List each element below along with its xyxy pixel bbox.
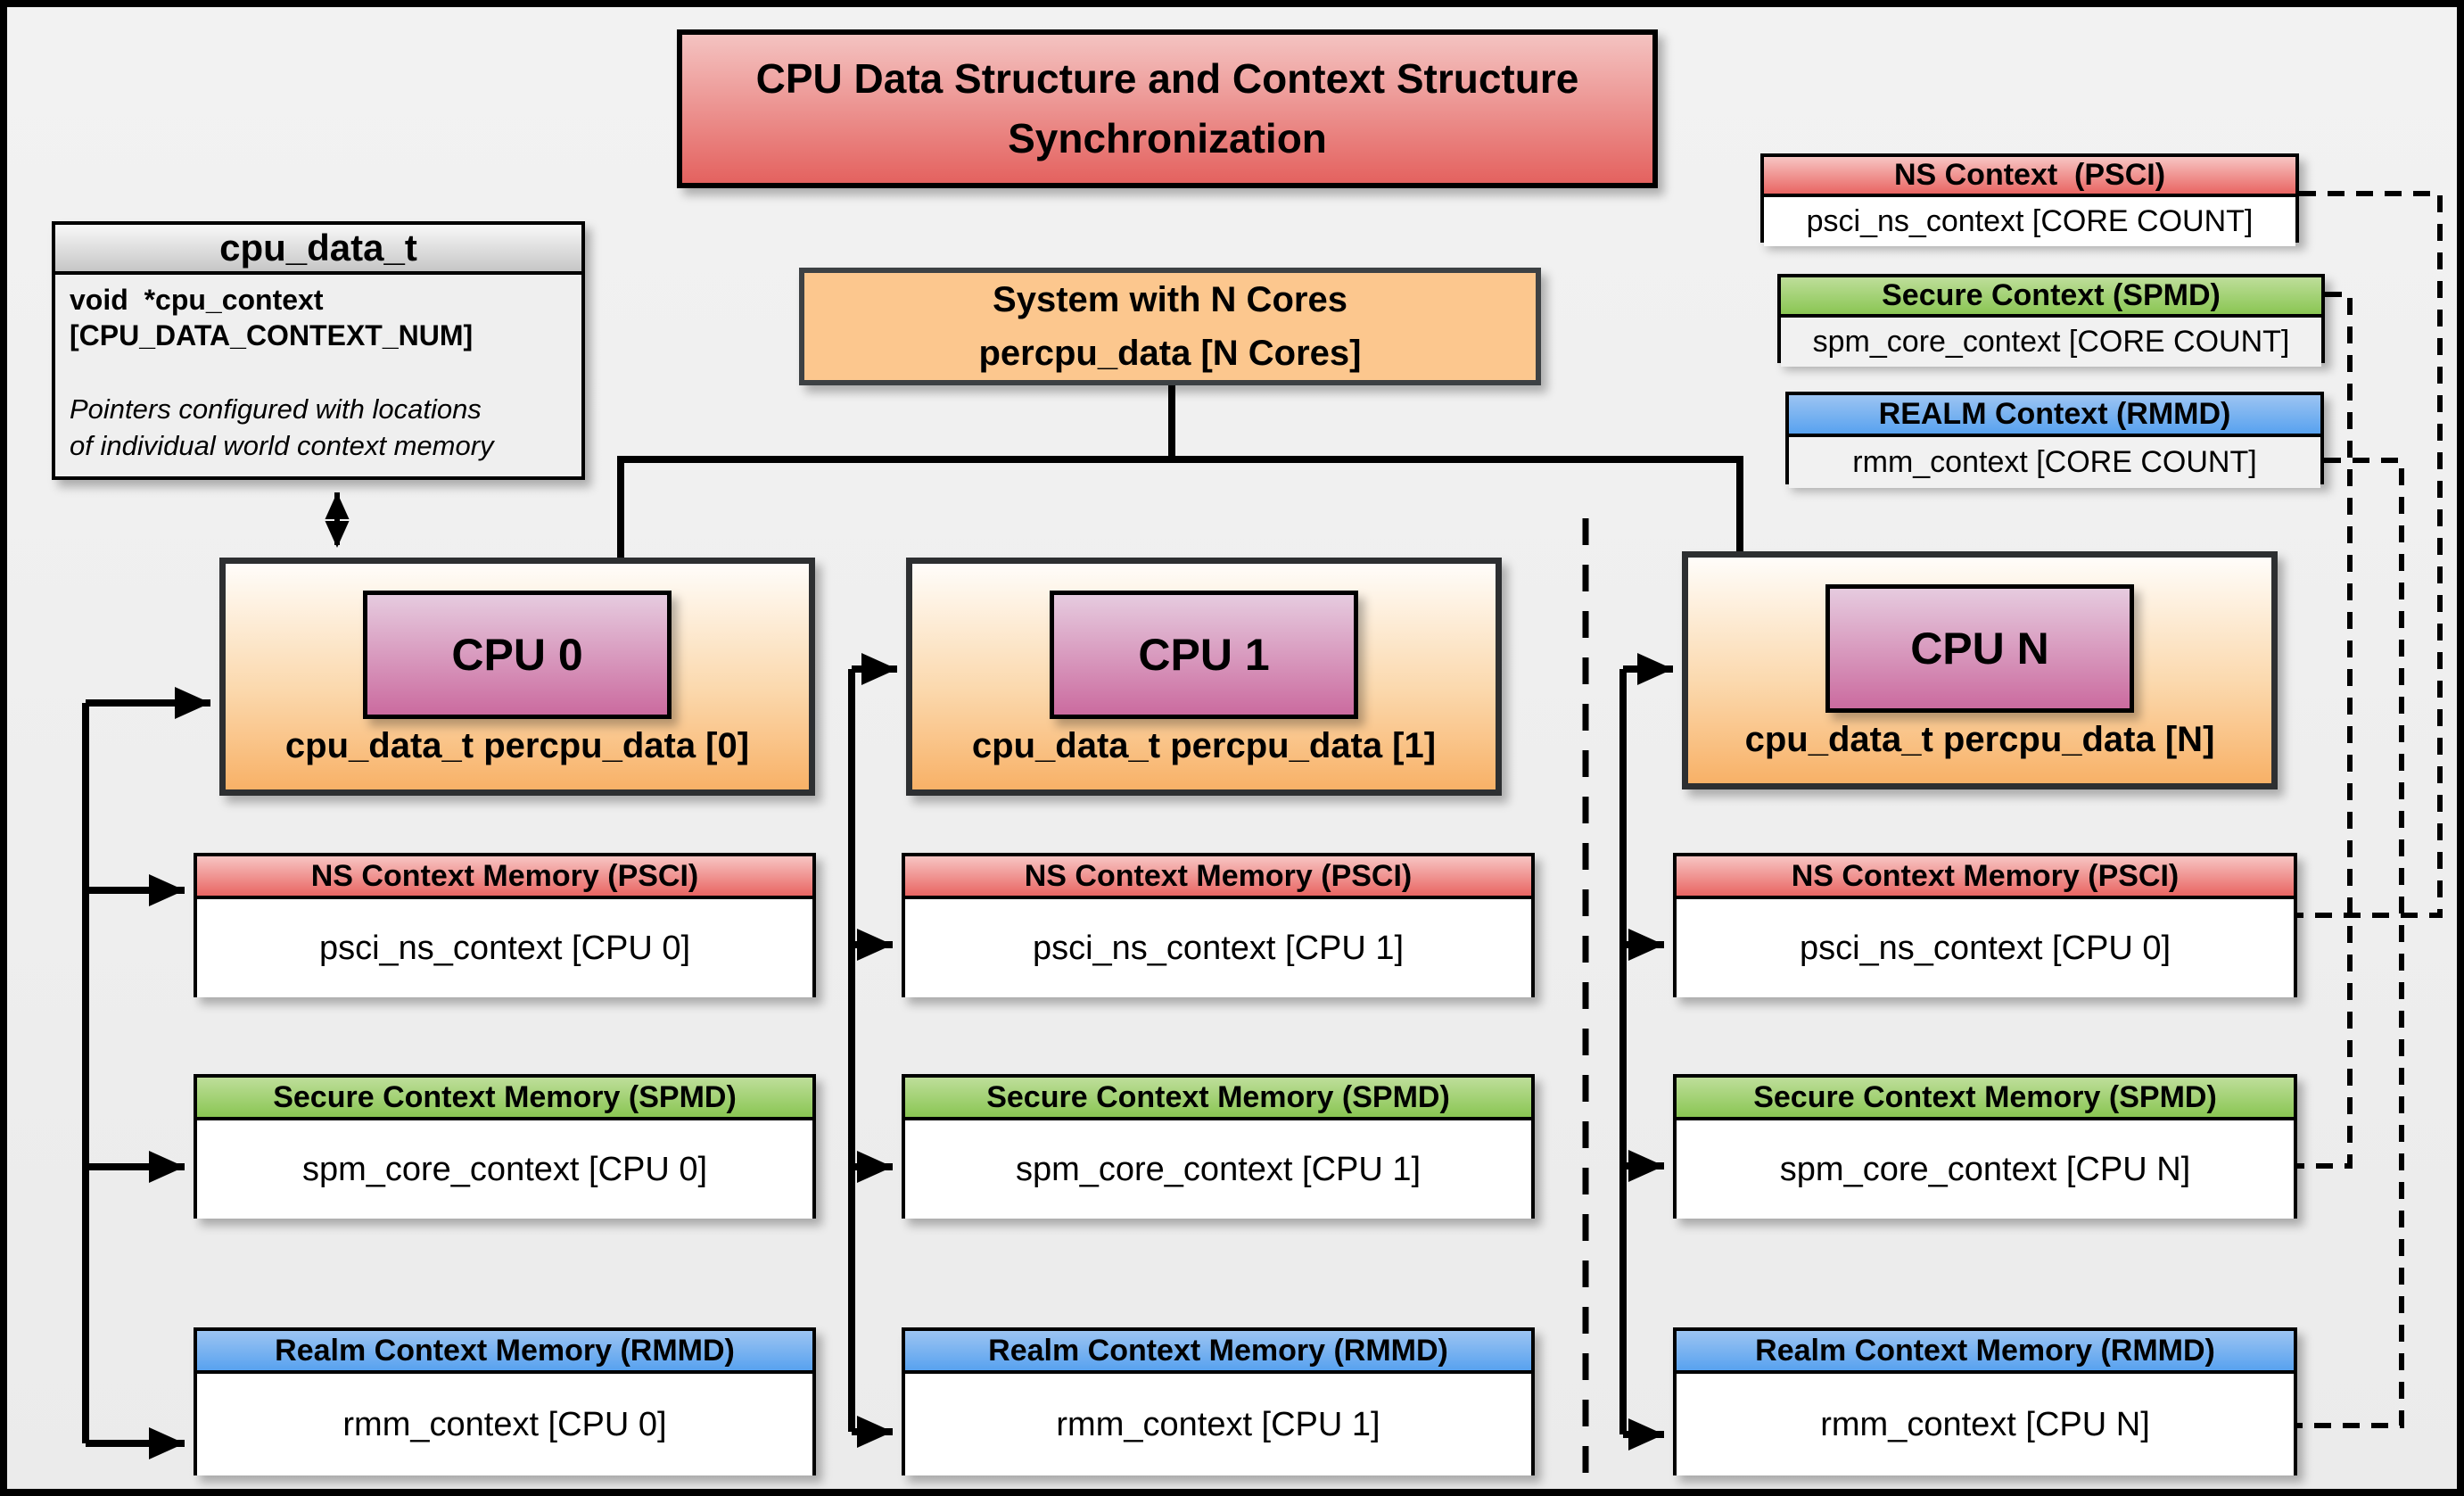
cpu-data-struct-box: cpu_data_t void *cpu_context [CPU_DATA_C…	[52, 221, 585, 480]
cpu1-ns-context-memory: NS Context Memory (PSCI) psci_ns_context…	[902, 853, 1535, 997]
legend-realm-context: REALM Context (RMMD) rmm_context [CORE C…	[1785, 392, 2324, 488]
cpu1-ns-body: psci_ns_context [CPU 1]	[905, 899, 1531, 997]
cpu1-ns-header: NS Context Memory (PSCI)	[905, 856, 1531, 899]
legend-secure-body: spm_core_context [CORE COUNT]	[1781, 318, 2321, 367]
cpun-box: CPU N cpu_data_t percpu_data [N]	[1682, 551, 2278, 789]
cpun-realm-context-memory: Realm Context Memory (RMMD) rmm_context …	[1673, 1327, 2297, 1475]
legend-realm-body: rmm_context [CORE COUNT]	[1789, 437, 2320, 488]
connector-lines	[82, 191, 2443, 1489]
cpun-title: CPU N	[1825, 584, 2134, 713]
cpu1-realm-context-memory: Realm Context Memory (RMMD) rmm_context …	[902, 1327, 1535, 1475]
cpun-secure-context-memory: Secure Context Memory (SPMD) spm_core_co…	[1673, 1074, 2297, 1219]
cpun-ns-header: NS Context Memory (PSCI)	[1677, 856, 2294, 899]
cpu0-secure-header: Secure Context Memory (SPMD)	[197, 1078, 812, 1120]
legend-ns-context: NS Context (PSCI) psci_ns_context [CORE …	[1760, 153, 2299, 246]
legend-ns-header: NS Context (PSCI)	[1764, 157, 2295, 197]
secure-legend-link	[2297, 292, 2353, 1169]
cpu0-data-label: cpu_data_t percpu_data [0]	[284, 726, 750, 765]
cpu0-pointer-arrows	[82, 687, 210, 1459]
cpu1-realm-header: Realm Context Memory (RMMD)	[905, 1331, 1531, 1374]
legend-realm-header: REALM Context (RMMD)	[1789, 395, 2320, 437]
cpun-pointer-arrows	[1619, 653, 1673, 1451]
cpun-data-label: cpu_data_t percpu_data [N]	[1744, 720, 2215, 759]
realm-legend-link	[2297, 458, 2404, 1428]
cpu1-secure-context-memory: Secure Context Memory (SPMD) spm_core_co…	[902, 1074, 1535, 1219]
cpu-data-struct-header: cpu_data_t	[55, 225, 581, 275]
legend-dashed-links	[2297, 191, 2443, 1428]
cpu0-title: CPU 0	[363, 591, 672, 719]
cpun-secure-body: spm_core_context [CPU N]	[1677, 1120, 2294, 1219]
legend-ns-body: psci_ns_context [CORE COUNT]	[1764, 197, 2295, 246]
system-box: System with N Cores percpu_data [N Cores…	[799, 268, 1541, 385]
cpu1-secure-body: spm_core_context [CPU 1]	[905, 1120, 1531, 1219]
system-line2: percpu_data [N Cores]	[978, 334, 1362, 373]
ns-legend-link	[2297, 191, 2443, 918]
system-tree-connector	[617, 378, 1743, 560]
system-line1: System with N Cores	[993, 280, 1347, 319]
cpu1-secure-header: Secure Context Memory (SPMD)	[905, 1078, 1531, 1120]
cpu0-secure-body: spm_core_context [CPU 0]	[197, 1120, 812, 1219]
cpu-context-field: void *cpu_context [CPU_DATA_CONTEXT_NUM]	[70, 284, 474, 351]
diagram-title-line2: Synchronization	[1008, 115, 1327, 161]
pointer-note: Pointers configured with locations of in…	[70, 393, 494, 461]
cpun-realm-header: Realm Context Memory (RMMD)	[1677, 1331, 2294, 1374]
cpu0-secure-context-memory: Secure Context Memory (SPMD) spm_core_co…	[194, 1074, 816, 1219]
cpu0-ns-header: NS Context Memory (PSCI)	[197, 856, 812, 899]
cpu0-realm-context-memory: Realm Context Memory (RMMD) rmm_context …	[194, 1327, 816, 1475]
cpu0-realm-header: Realm Context Memory (RMMD)	[197, 1331, 812, 1374]
cpu0-ns-context-memory: NS Context Memory (PSCI) psci_ns_context…	[194, 853, 816, 997]
cpu1-data-label: cpu_data_t percpu_data [1]	[971, 726, 1437, 765]
legend-secure-context: Secure Context (SPMD) spm_core_context […	[1777, 274, 2325, 367]
cpu0-realm-body: rmm_context [CPU 0]	[197, 1374, 812, 1475]
cpu1-pointer-arrows	[848, 653, 897, 1448]
diagram-title: CPU Data Structure and Context Structure…	[677, 29, 1658, 188]
cpun-realm-body: rmm_context [CPU N]	[1677, 1374, 2294, 1475]
cpu-data-struct-body: void *cpu_context [CPU_DATA_CONTEXT_NUM]…	[55, 275, 581, 476]
diagram-title-line1: CPU Data Structure and Context Structure	[755, 55, 1579, 103]
cpu0-ns-body: psci_ns_context [CPU 0]	[197, 899, 812, 997]
cpu1-title: CPU 1	[1050, 591, 1358, 719]
cpun-ns-body: psci_ns_context [CPU 0]	[1677, 899, 2294, 997]
cpu1-realm-body: rmm_context [CPU 1]	[905, 1374, 1531, 1475]
cpun-secure-header: Secure Context Memory (SPMD)	[1677, 1078, 2294, 1120]
cpu0-box: CPU 0 cpu_data_t percpu_data [0]	[219, 558, 815, 796]
legend-secure-header: Secure Context (SPMD)	[1781, 277, 2321, 318]
cpu1-box: CPU 1 cpu_data_t percpu_data [1]	[906, 558, 1502, 796]
cpun-ns-context-memory: NS Context Memory (PSCI) psci_ns_context…	[1673, 853, 2297, 997]
